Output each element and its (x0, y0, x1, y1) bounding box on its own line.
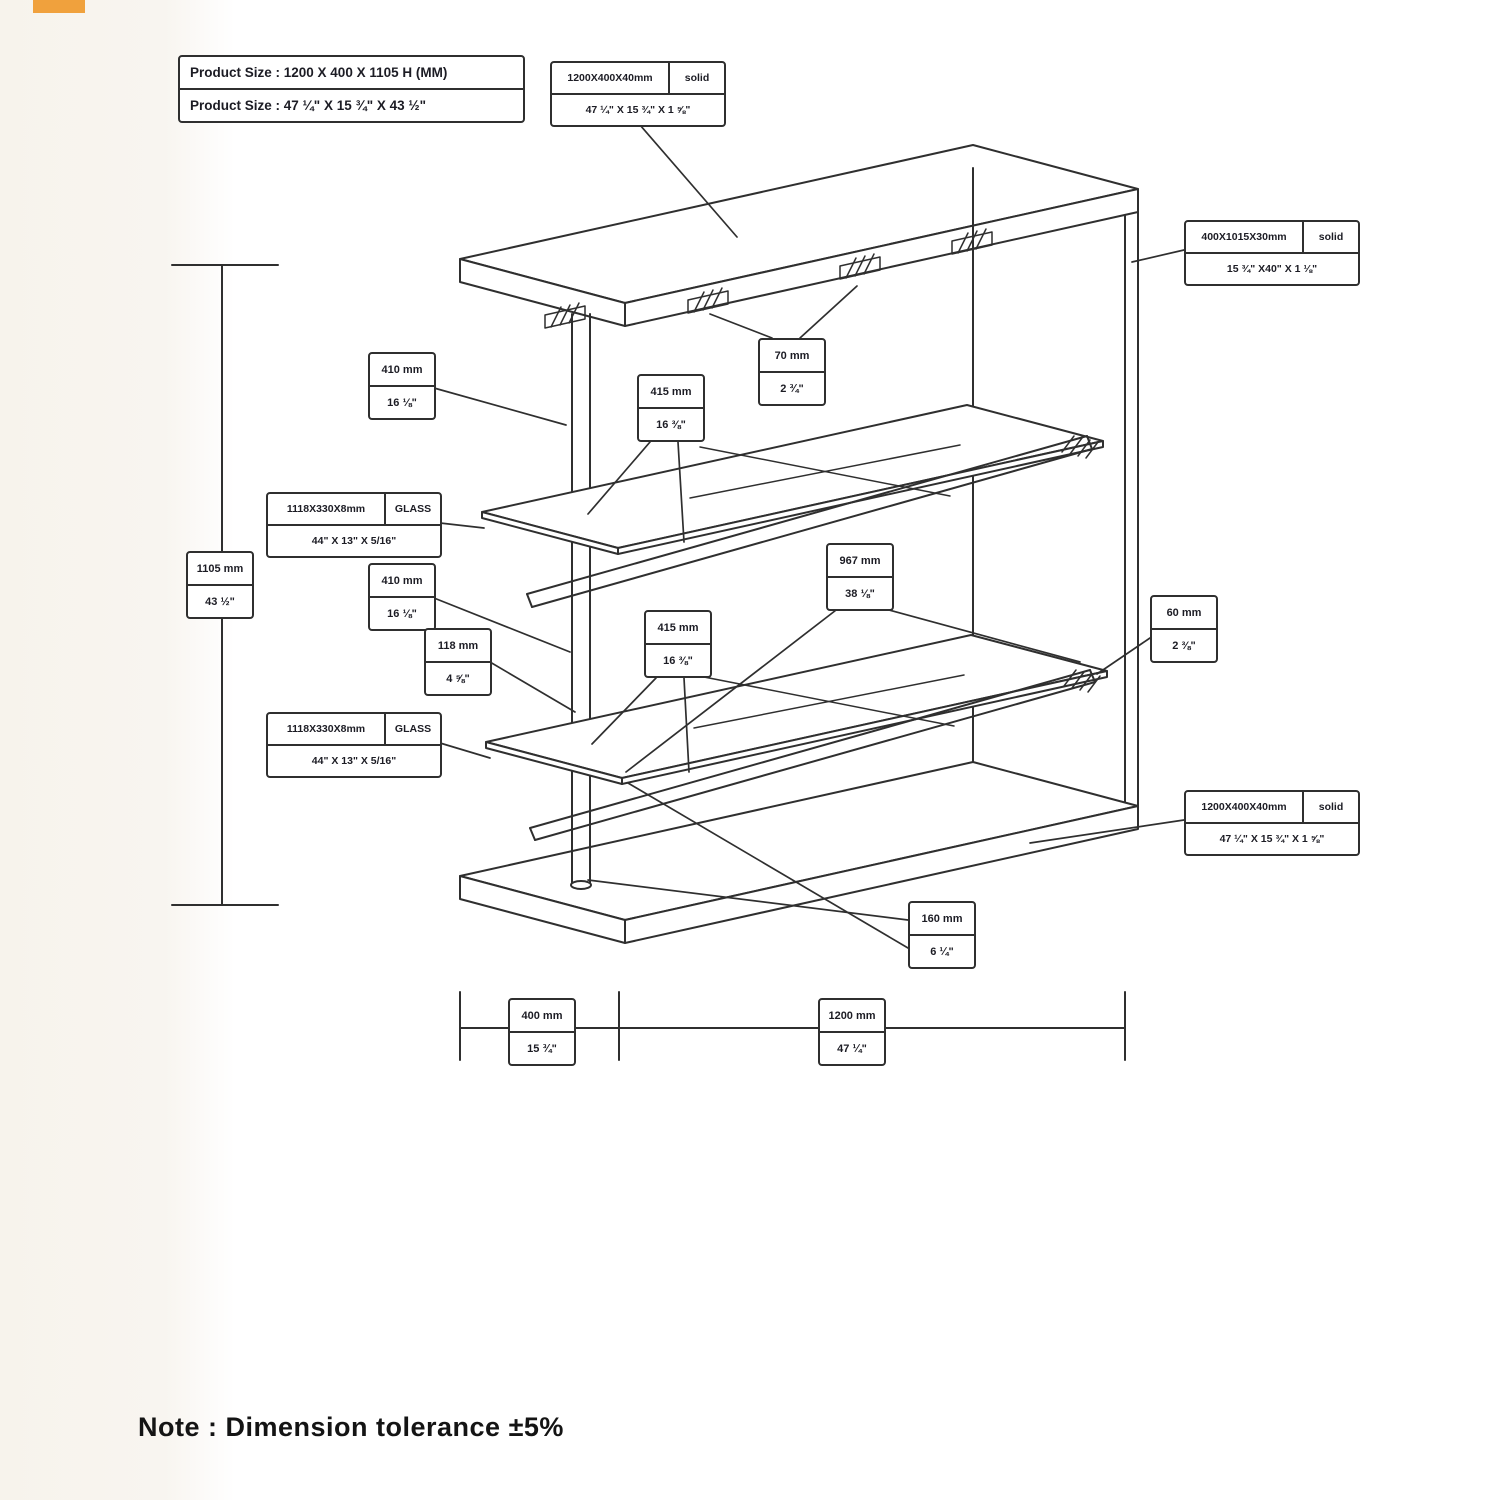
dim-1105-mm: 1105 mm (196, 563, 244, 575)
orange-header-sliver (33, 0, 85, 13)
dim-1200-mm: 1200 mm (828, 1010, 876, 1022)
glass-mark-lower (693, 674, 965, 729)
spec-top-material: solid (684, 72, 710, 84)
support-pole (570, 313, 592, 890)
rail-lower-hatch (1063, 669, 1101, 693)
glass-mark-upper (689, 444, 961, 499)
dim-box-410-upper: 410 mm 16 ⅛" (368, 352, 436, 420)
dim-400-inch: 15 ¾" (510, 1031, 574, 1064)
spec-base-imperial: 47 ¼" X 15 ¾" X 1 ⅝" (1219, 833, 1325, 845)
dim-box-1200-width: 1200 mm 47 ¼" (818, 998, 886, 1066)
spec-glass-upper-size: 1118X330X8mm (268, 494, 386, 524)
spec-box-base-panel: 1200X400X40mm solid 47 ¼" X 15 ¾" X 1 ⅝" (1184, 790, 1360, 856)
glass-shelf-lower (485, 634, 1108, 785)
spec-base-material: solid (1318, 801, 1344, 813)
dim-1200-inch: 47 ¼" (820, 1031, 884, 1064)
dim-118-mm: 118 mm (437, 640, 479, 652)
dim-60-inch: 2 ⅜" (1152, 628, 1216, 661)
dim-415-upper-inch: 16 ⅜" (639, 407, 703, 440)
dim-box-967: 967 mm 38 ⅛" (826, 543, 894, 611)
dim-410-lower-mm: 410 mm (381, 575, 423, 587)
rail-upper-hatch (1061, 435, 1099, 459)
dim-1105-inch: 43 ½" (188, 584, 252, 617)
dim-410-lower-inch: 16 ⅛" (370, 596, 434, 629)
spec-top-size: 1200X400X40mm (552, 63, 670, 93)
dim-60-mm: 60 mm (1166, 607, 1202, 619)
spec-right-size: 400X1015X30mm (1186, 222, 1304, 252)
leader-lines (433, 124, 1185, 949)
product-size-box: Product Size : 1200 X 400 X 1105 H (MM) … (178, 55, 525, 123)
spec-glass-lower-size: 1118X330X8mm (268, 714, 386, 744)
dim-415-upper-mm: 415 mm (650, 386, 692, 398)
dim-box-410-lower: 410 mm 16 ⅛" (368, 563, 436, 631)
spec-right-material: solid (1318, 231, 1344, 243)
rail-lower (529, 669, 1101, 841)
glass-shelf-upper (481, 404, 1104, 555)
dim-415-lower-inch: 16 ⅜" (646, 643, 710, 676)
spec-right-imperial: 15 ¾" X40" X 1 ⅛" (1226, 263, 1318, 275)
dim-box-118: 118 mm 4 ⅝" (424, 628, 492, 696)
spec-box-right-panel: 400X1015X30mm solid 15 ¾" X40" X 1 ⅛" (1184, 220, 1360, 286)
dim-410-upper-inch: 16 ⅛" (370, 385, 434, 418)
dim-box-160: 160 mm 6 ¼" (908, 901, 976, 969)
spec-top-imperial: 47 ¼" X 15 ¾" X 1 ⅝" (585, 104, 691, 116)
tolerance-note: Note : Dimension tolerance ±5% (138, 1412, 564, 1442)
dim-box-415-lower: 415 mm 16 ⅜" (644, 610, 712, 678)
dim-160-inch: 6 ¼" (910, 934, 974, 967)
spec-box-glass-lower: 1118X330X8mm GLASS 44" X 13" X 5/16" (266, 712, 442, 778)
dim-118-inch: 4 ⅝" (426, 661, 490, 694)
dim-967-inch: 38 ⅛" (828, 576, 892, 609)
right-side-panel (972, 167, 1139, 810)
product-size-inch: Product Size : 47 ¼" X 15 ¾" X 43 ½" (180, 88, 523, 121)
dim-70-mm: 70 mm (774, 350, 810, 362)
dim-70-inch: 2 ¾" (760, 371, 824, 404)
spec-glass-upper-material: GLASS (394, 503, 432, 515)
product-size-mm: Product Size : 1200 X 400 X 1105 H (MM) (190, 65, 448, 80)
dim-box-400-width: 400 mm 15 ¾" (508, 998, 576, 1066)
counter-top-panel (459, 144, 1139, 327)
spec-box-glass-upper: 1118X330X8mm GLASS 44" X 13" X 5/16" (266, 492, 442, 558)
dim-box-70: 70 mm 2 ¾" (758, 338, 826, 406)
spec-box-top-panel: 1200X400X40mm solid 47 ¼" X 15 ¾" X 1 ⅝" (550, 61, 726, 127)
base-panel (459, 761, 1139, 944)
dim-415-lower-mm: 415 mm (657, 622, 699, 634)
rail-upper (526, 435, 1099, 608)
spec-glass-upper-imperial: 44" X 13" X 5/16" (311, 535, 397, 547)
dim-box-415-upper: 415 mm 16 ⅜" (637, 374, 705, 442)
mounting-brackets (544, 228, 993, 329)
dim-410-upper-mm: 410 mm (381, 364, 423, 376)
dim-967-mm: 967 mm (839, 555, 881, 567)
dim-160-mm: 160 mm (921, 913, 963, 925)
dim-400-mm: 400 mm (521, 1010, 563, 1022)
spec-glass-lower-imperial: 44" X 13" X 5/16" (311, 755, 397, 767)
spec-glass-lower-material: GLASS (394, 723, 432, 735)
dim-box-1105-height: 1105 mm 43 ½" (186, 551, 254, 619)
spec-base-size: 1200X400X40mm (1186, 792, 1304, 822)
left-cream-band (0, 0, 235, 1500)
dim-box-60: 60 mm 2 ⅜" (1150, 595, 1218, 663)
